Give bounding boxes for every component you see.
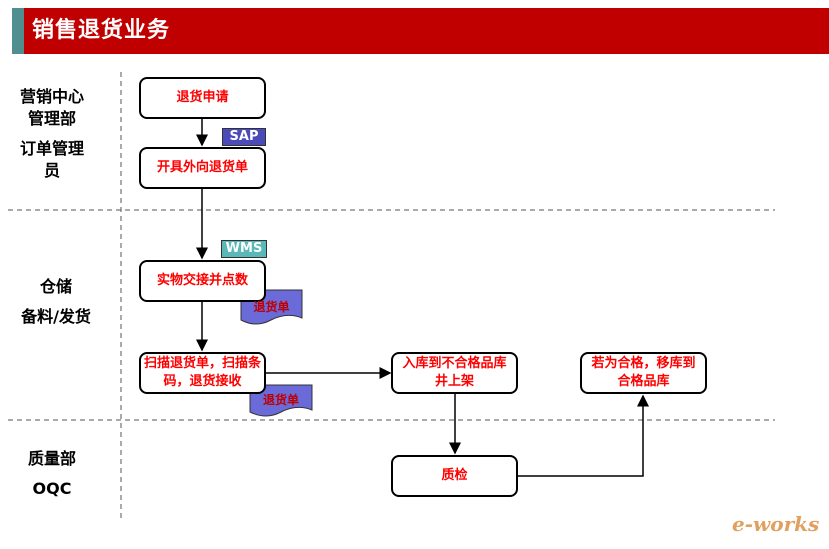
title-accent [12, 8, 24, 54]
document-label-1: 退货单 [253, 300, 290, 314]
page-title: 销售退货业务 [32, 18, 171, 43]
step-scan-receive: 扫描退货单，扫描条码，退货接收 [139, 352, 266, 394]
lane-label-marketing: 营销中心 管理部 [19, 87, 84, 128]
sap-tag: SAP [222, 128, 266, 146]
step-quality-check: 质检 [391, 455, 518, 497]
step-inbound-nonconforming: 入库到不合格品库井上架 [391, 352, 518, 394]
document-shape-2 [249, 384, 313, 417]
title-bar [12, 8, 829, 54]
document-label-2: 退货单 [262, 393, 299, 407]
step-return-apply: 退货申请 [139, 77, 266, 119]
lane-label-quality: 质量部 OQC [27, 449, 76, 498]
lane-label-warehouse: 仓储 备料/发货 [21, 277, 91, 326]
lane-label-order-manager: 订单管理 员 [19, 139, 84, 180]
eworks-logo: e-works [732, 512, 820, 536]
step-move-to-conforming: 若为合格，移库到合格品库 [580, 352, 707, 394]
step-issue-return-order: 开具外向退货单 [139, 147, 266, 189]
wms-tag: WMS [221, 240, 267, 258]
step-handover-count: 实物交接并点数 [139, 260, 266, 302]
arrow-qc-to-move [518, 394, 649, 477]
